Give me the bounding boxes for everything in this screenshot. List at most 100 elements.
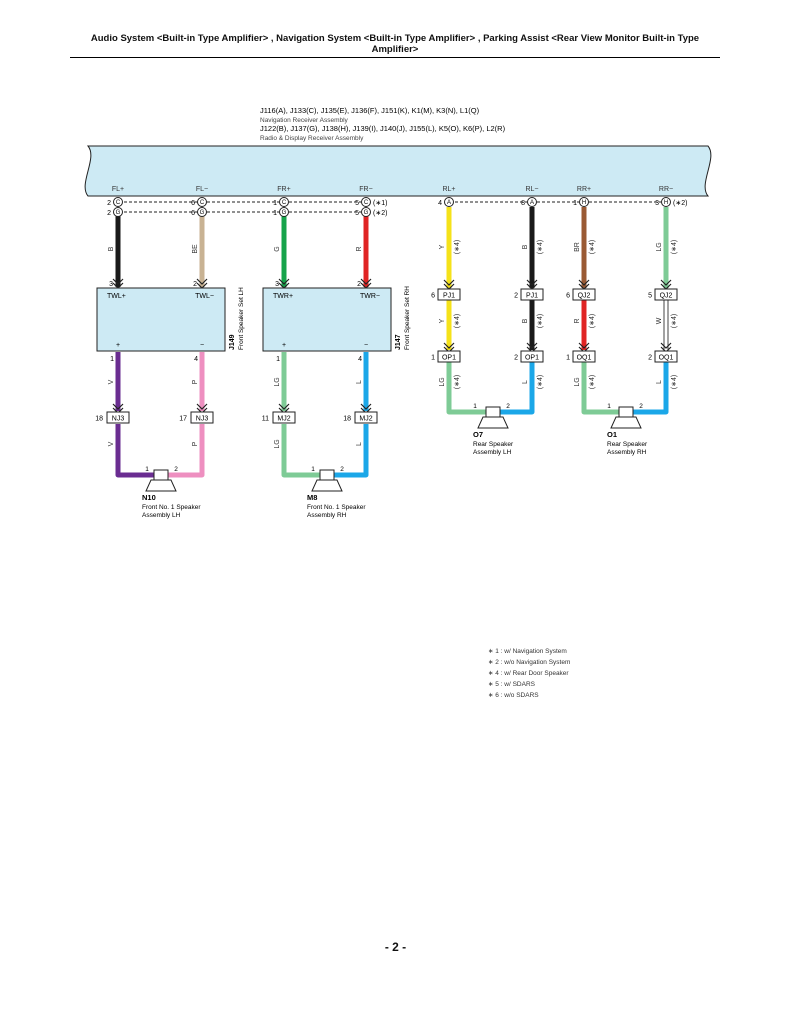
svg-text:1: 1 — [473, 403, 477, 410]
lh-term-minus: TWL− — [195, 293, 214, 300]
svg-text:1: 1 — [573, 200, 577, 207]
wire-o7-minus — [500, 362, 535, 415]
page-header: Audio System <Built-in Type Amplifier> ,… — [70, 33, 720, 55]
svg-text:1: 1 — [273, 200, 277, 207]
terminal-rl-plus: RL+ — [442, 186, 455, 193]
svg-text:4: 4 — [438, 200, 442, 207]
svg-text:LG: LG — [656, 242, 663, 251]
svg-text:1: 1 — [431, 355, 435, 362]
svg-text:BE: BE — [192, 244, 199, 254]
svg-text:BR: BR — [574, 242, 581, 252]
svg-text:G: G — [364, 210, 369, 216]
svg-text:2: 2 — [107, 200, 111, 207]
note-wo-nav: (∗2) — [373, 210, 387, 217]
svg-text:1: 1 — [145, 466, 149, 473]
wire-labels: B BE G R Y (∗4) B (∗4) BR (∗4) LG (∗4) Y… — [108, 240, 678, 449]
receiver-pin-letters: C G C G C G C G A A H H — [116, 200, 669, 216]
svg-text:Y: Y — [439, 244, 446, 249]
svg-text:L: L — [656, 380, 663, 384]
connector-nj3-plus: NJ3 — [112, 416, 125, 423]
legend: ∗ 1 : w/ Navigation System ∗ 2 : w/o Nav… — [488, 648, 570, 699]
svg-text:+: + — [282, 342, 286, 349]
receiver-radio-name: Radio & Display Receiver Assembly — [260, 135, 364, 142]
svg-text:5: 5 — [355, 210, 359, 217]
svg-text:3: 3 — [275, 281, 279, 288]
svg-text:M8: M8 — [307, 493, 317, 502]
svg-text:L: L — [356, 380, 363, 384]
svg-text:C: C — [282, 200, 287, 206]
svg-text:2: 2 — [340, 466, 344, 473]
receiver-labels: J116(A), J133(C), J135(E), J136(F), J151… — [260, 106, 506, 142]
receiver-notes: (∗1) (∗2) (∗2) — [373, 200, 687, 217]
svg-text:2: 2 — [107, 210, 111, 217]
svg-text:18: 18 — [95, 416, 103, 423]
receiver-pin-numbers: 2 2 6 6 1 1 5 5 4 8 1 3 — [107, 200, 659, 217]
svg-text:6: 6 — [431, 293, 435, 300]
svg-text:4: 4 — [358, 356, 362, 363]
connector-qj2-plus: QJ2 — [578, 293, 591, 300]
rh-term-minus: TWR− — [360, 293, 380, 300]
connector-qj2-minus: QJ2 — [660, 293, 673, 300]
svg-text:LG: LG — [274, 439, 281, 448]
svg-text:3: 3 — [109, 281, 113, 288]
svg-text:2: 2 — [648, 355, 652, 362]
receiver-radio-codes: J122(B), J137(G), J138(H), J139(I), J140… — [260, 124, 506, 133]
wires — [115, 207, 669, 478]
svg-text:1: 1 — [110, 356, 114, 363]
svg-text:V: V — [108, 379, 115, 384]
svg-text:W: W — [656, 317, 663, 324]
connector-mj2-plus: MJ2 — [277, 416, 290, 423]
svg-text:5: 5 — [355, 200, 359, 207]
connector-pj1-minus: PJ1 — [526, 293, 538, 300]
svg-text:R: R — [356, 246, 363, 251]
receiver-nav-name: Navigation Receiver Assembly — [260, 117, 349, 124]
svg-text:(∗4): (∗4) — [589, 375, 596, 389]
svg-text:(∗4): (∗4) — [671, 314, 678, 328]
svg-text:P: P — [192, 379, 199, 384]
svg-text:Rear Speaker: Rear Speaker — [473, 441, 514, 448]
legend-item: ∗ 1 : w/ Navigation System — [488, 648, 567, 655]
svg-text:LG: LG — [274, 377, 281, 386]
receiver-pins — [113, 197, 671, 217]
svg-text:P: P — [192, 441, 199, 446]
svg-text:2: 2 — [357, 281, 361, 288]
wire-o1-minus — [633, 362, 669, 415]
terminal-fl-minus: FL− — [196, 186, 208, 193]
connector-mj2-minus: MJ2 — [359, 416, 372, 423]
terminal-rr-plus: RR+ — [577, 186, 591, 193]
svg-text:(∗4): (∗4) — [454, 240, 461, 254]
svg-text:A: A — [530, 200, 534, 206]
front-speaker-set-lh: TWL+ TWL− 3 2 + − 1 4 J149 Front Speaker… — [96, 281, 245, 363]
svg-text:Assembly LH: Assembly LH — [473, 449, 512, 456]
header-title-line2: Amplifier> — [371, 44, 419, 55]
connector-op1-minus: OP1 — [525, 355, 539, 362]
note-w-nav: (∗1) — [373, 200, 387, 207]
speaker-icon — [145, 479, 177, 492]
svg-text:6: 6 — [191, 200, 195, 207]
svg-text:8: 8 — [521, 200, 525, 207]
svg-text:2: 2 — [174, 466, 178, 473]
svg-text:O7: O7 — [473, 430, 483, 439]
wire-m8-minus — [334, 424, 369, 478]
svg-text:Assembly RH: Assembly RH — [307, 512, 347, 519]
svg-text:Y: Y — [439, 318, 446, 323]
svg-text:6: 6 — [191, 210, 195, 217]
svg-text:B: B — [522, 244, 529, 249]
svg-text:B: B — [108, 246, 115, 251]
receiver-assembly — [84, 145, 712, 197]
connector-dashes — [124, 201, 661, 213]
front-speaker-set-rh: TWR+ TWR− 3 2 + − 1 4 J147 Front Speaker… — [262, 281, 411, 363]
terminal-rl-minus: RL− — [525, 186, 538, 193]
svg-text:L: L — [356, 442, 363, 446]
terminal-fl-plus: FL+ — [112, 186, 124, 193]
receiver-terminals: FL+ FL− FR+ FR− RL+ RL− RR+ RR− — [112, 186, 673, 193]
svg-text:17: 17 — [179, 416, 187, 423]
svg-text:G: G — [282, 210, 287, 216]
svg-text:1: 1 — [311, 466, 315, 473]
svg-text:C: C — [200, 200, 205, 206]
svg-text:H: H — [664, 200, 668, 206]
svg-text:H: H — [582, 200, 586, 206]
svg-text:(∗4): (∗4) — [671, 375, 678, 389]
svg-text:L: L — [522, 380, 529, 384]
